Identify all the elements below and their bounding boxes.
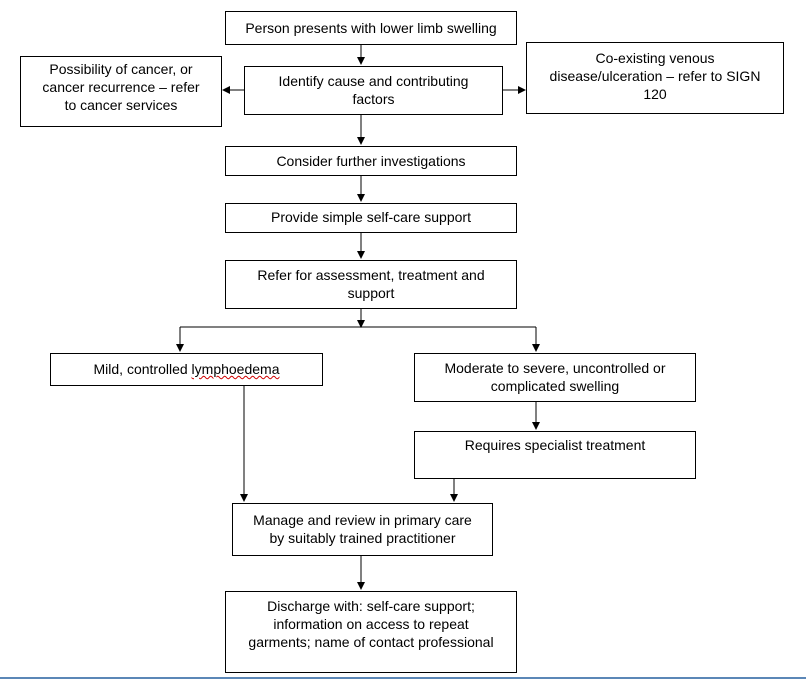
node-mild: Mild, controlled lymphoedema xyxy=(50,353,323,386)
node-venous: Co-existing venous disease/ulceration – … xyxy=(526,42,784,114)
node-mild-spellcheck-word: lymphoedema xyxy=(191,361,280,377)
node-manage: Manage and review in primary care by sui… xyxy=(232,503,493,556)
node-refer: Refer for assessment, treatment and supp… xyxy=(225,260,517,309)
node-specialist: Requires specialist treatment xyxy=(414,431,696,479)
node-investigations: Consider further investigations xyxy=(225,146,517,176)
node-moderate: Moderate to severe, uncontrolled or comp… xyxy=(414,353,696,402)
node-identify: Identify cause and contributing factors xyxy=(244,66,503,115)
node-presents: Person presents with lower limb swelling xyxy=(225,11,517,45)
bottom-rule xyxy=(0,677,806,679)
node-selfcare: Provide simple self-care support xyxy=(225,203,517,233)
node-mild-text: Mild, controlled xyxy=(93,361,192,377)
node-discharge: Discharge with: self-care support; infor… xyxy=(225,591,517,673)
node-cancer: Possibility of cancer, or cancer recurre… xyxy=(20,56,222,127)
